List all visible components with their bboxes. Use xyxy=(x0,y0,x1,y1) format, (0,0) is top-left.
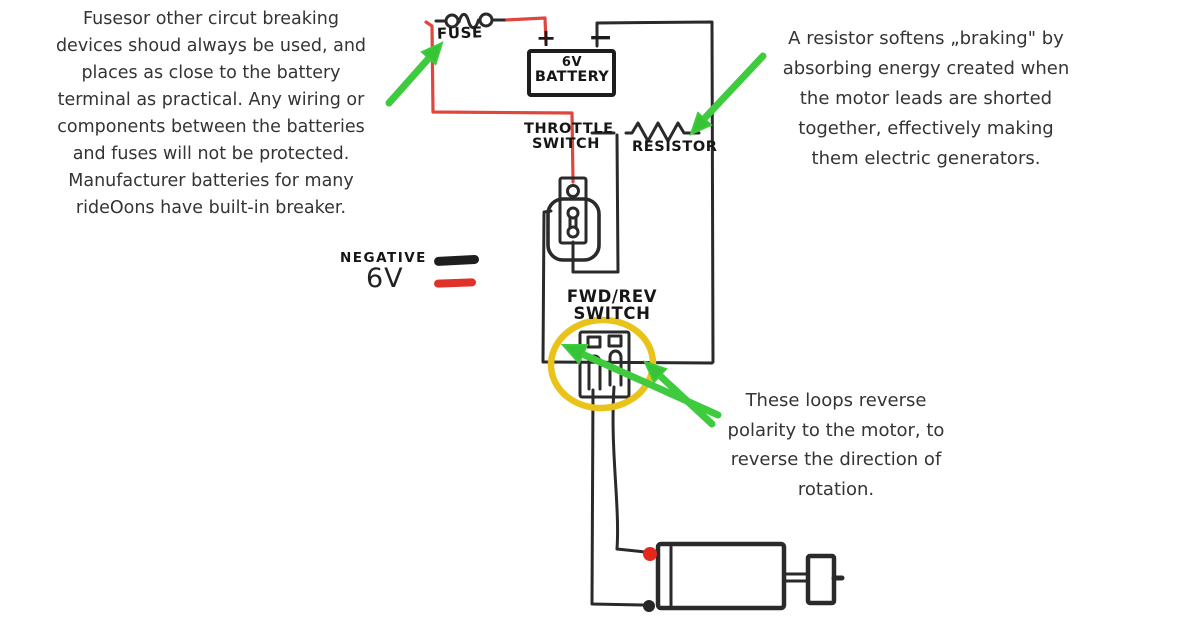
highlight-circle xyxy=(547,316,657,412)
wire-fuse-to-throttle xyxy=(424,20,575,184)
loops-note-line: rotation. xyxy=(797,478,875,500)
throttle-switch-label: THROTTLE SWITCH xyxy=(524,121,614,153)
fwdrev-label-line2: SWITCH xyxy=(573,304,651,324)
motor-terminal-red xyxy=(643,547,657,561)
motor-symbol xyxy=(655,541,845,611)
battery-voltage-label: 6V xyxy=(561,55,583,70)
arrow-to-fuse xyxy=(385,41,444,107)
legend-bar-6v xyxy=(434,278,476,288)
resistor-note-line: the motor leads are shorted xyxy=(799,88,1053,109)
resistor-note-line: A resistor softens „braking" by xyxy=(788,28,1064,49)
legend-6v-label: 6V xyxy=(366,263,404,294)
battery-minus-terminal-label: − xyxy=(588,20,614,55)
fuse-note-line: Manufacturer batteries for many xyxy=(68,171,354,191)
loops-note-line: reverse the direction of xyxy=(730,449,942,470)
arrow-to-loops-right xyxy=(643,360,716,428)
wire-fwdrev-to-motor-top xyxy=(611,385,647,554)
legend-negative-label: NEGATIVE xyxy=(340,250,427,266)
fwdrev-label-line1: FWD/REV xyxy=(566,287,658,306)
fuse-note: Fusesor other circut breaking devices sh… xyxy=(22,6,400,222)
throttle-label-line2: SWITCH xyxy=(531,136,601,153)
legend-bar-negative xyxy=(434,255,480,266)
fuse-note-line: components between the batteries xyxy=(57,117,365,137)
wire-fwdrev-to-motor-bottom xyxy=(590,388,645,607)
battery-plus-terminal-label: + xyxy=(536,24,557,52)
fuse-note-line: terminal as practical. Any wiring or xyxy=(57,90,365,110)
battery-name-label: BATTERY xyxy=(534,68,610,85)
arrow-to-resistor xyxy=(689,52,767,136)
battery-label: 6V BATTERY xyxy=(531,56,613,85)
fuse-note-line: Fusesor other circut breaking xyxy=(83,9,339,29)
battery-box xyxy=(527,49,616,97)
resistor-note: A resistor softens „braking" by absorbin… xyxy=(752,24,1100,174)
resistor-note-line: absorbing energy created when xyxy=(782,58,1070,79)
wire-battery-minus-to-resistor xyxy=(595,20,715,364)
resistor-symbol xyxy=(624,121,701,143)
fuse-note-line: and fuses will not be protected. xyxy=(72,144,350,164)
fuse-symbol xyxy=(434,12,506,30)
fwdrev-switch-label: FWD/REV SWITCH xyxy=(556,288,668,323)
throttle-switch-symbol xyxy=(546,176,601,262)
fuse-note-line: places as close to the battery xyxy=(81,63,341,83)
loops-note-line: polarity to the motor, to xyxy=(727,419,945,441)
wire-fuse-to-battery-plus xyxy=(503,16,548,46)
loops-note-line: These loops reverse xyxy=(745,390,927,411)
motor-terminal-black xyxy=(643,600,655,612)
wire-junction-to-throttle-bottom xyxy=(571,133,620,274)
fuse-note-line: devices shoud always be used, and xyxy=(55,36,367,56)
resistor-note-line: them electric generators. xyxy=(811,148,1041,169)
throttle-label-line1: THROTTLE xyxy=(524,121,614,137)
fuse-note-line: rideOons have built-in breaker. xyxy=(75,198,347,218)
resistor-label: RESISTOR xyxy=(632,139,718,155)
loops-note: These loops reverse polarity to the moto… xyxy=(690,386,982,504)
fuse-label: FUSE xyxy=(436,23,484,43)
resistor-note-line: together, effectively making xyxy=(798,118,1054,139)
